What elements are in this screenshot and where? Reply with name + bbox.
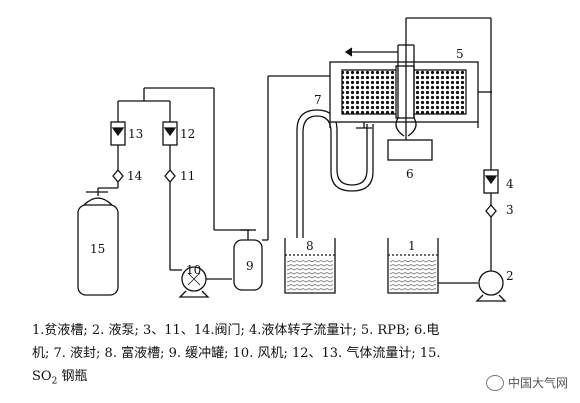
label-4: 4 (506, 177, 514, 191)
label-1: 1 (408, 239, 416, 253)
watermark: 中国大气网 (485, 374, 568, 391)
motor-6 (387, 118, 433, 161)
watermark-text: 中国大气网 (507, 376, 568, 390)
caption-so: SO (32, 369, 52, 384)
gas-flowmeter-12 (162, 121, 178, 146)
liquid-seal-7 (296, 109, 374, 238)
label-11: 11 (180, 169, 195, 183)
liquid-pump-2 (475, 250, 507, 302)
label-14: 14 (127, 169, 143, 183)
watermark-logo-icon (485, 374, 504, 391)
label-6: 6 (406, 167, 414, 181)
rich-liquid-tank-8 (284, 238, 336, 294)
rpb-5 (329, 44, 492, 129)
lean-liquid-tank-1 (387, 238, 439, 294)
valve-3 (485, 203, 497, 219)
label-2: 2 (506, 269, 514, 283)
label-10: 10 (186, 263, 201, 277)
liquid-rotameter-4 (483, 169, 499, 194)
caption-subscript: 2 (51, 376, 58, 387)
valve-11 (164, 168, 176, 184)
fan-10 (178, 266, 210, 298)
label-8: 8 (306, 239, 314, 253)
label-15: 15 (90, 242, 105, 256)
so2-cylinder (77, 187, 119, 296)
gas-flowmeter-13 (110, 121, 126, 146)
label-5: 5 (456, 47, 464, 61)
label-9: 9 (246, 259, 254, 273)
caption-cylinder: 钢瓶 (57, 369, 88, 384)
label-7: 7 (314, 93, 322, 107)
caption-line-1: 1.贫液槽; 2. 液泵; 3、11、14.阀门; 4.液体转子流量计; 5. … (32, 323, 440, 338)
caption-line-2: 机; 7. 液封; 8. 富液槽; 9. 缓冲罐; 10. 风机; 12、13.… (32, 346, 441, 361)
valve-14 (112, 168, 124, 184)
label-13: 13 (128, 127, 143, 141)
buffer-tank-9 (233, 229, 263, 291)
label-3: 3 (506, 203, 514, 217)
caption-line-3: SO2 钢瓶 (32, 366, 87, 393)
label-12: 12 (180, 127, 195, 141)
